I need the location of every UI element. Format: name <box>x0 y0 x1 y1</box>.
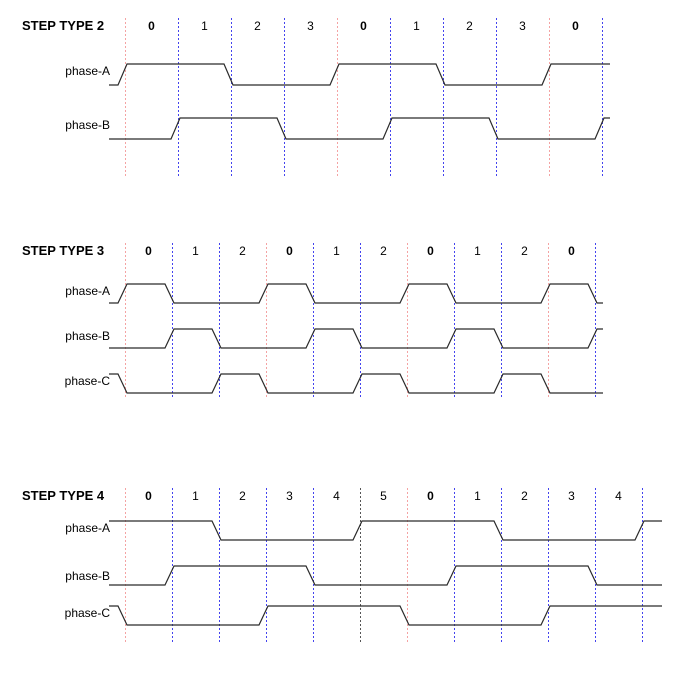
waveform-phase-B <box>109 565 662 586</box>
step-number-label: 0 <box>145 244 152 258</box>
step-number-label: 1 <box>192 244 199 258</box>
phase-label-phase-C: phase-C <box>65 606 111 620</box>
step-number-label: 3 <box>286 489 293 503</box>
phase-label-phase-A: phase-A <box>65 284 110 298</box>
step-number-label: 3 <box>307 19 314 33</box>
step-number-label: 0 <box>427 489 434 503</box>
step-number-label: 2 <box>521 244 528 258</box>
step-number-label: 5 <box>380 489 387 503</box>
phase-label-phase-B: phase-B <box>65 118 110 132</box>
step-number-label: 2 <box>521 489 528 503</box>
waveform-phase-A <box>109 283 603 304</box>
waveform-phase-C <box>109 373 603 394</box>
step-number-label: 1 <box>201 19 208 33</box>
step-number-label: 4 <box>615 489 622 503</box>
step-number-label: 3 <box>519 19 526 33</box>
step-number-label: 0 <box>572 19 579 33</box>
step-number-label: 1 <box>413 19 420 33</box>
step-number-label: 0 <box>568 244 575 258</box>
diagram-title: STEP TYPE 3 <box>22 243 104 258</box>
waveform-phase-B <box>109 117 610 140</box>
step-number-label: 1 <box>333 244 340 258</box>
phase-label-phase-B: phase-B <box>65 569 110 583</box>
step-number-label: 2 <box>466 19 473 33</box>
waveform-phase-A <box>109 520 662 541</box>
step-number-label: 0 <box>286 244 293 258</box>
step-number-label: 4 <box>333 489 340 503</box>
phase-label-phase-B: phase-B <box>65 329 110 343</box>
phase-label-phase-A: phase-A <box>65 521 110 535</box>
diagram-step-type-4: STEP TYPE 4 0 1 2 3 4 5 0 1 2 3 4 phase-A phase-B phas… <box>0 470 674 660</box>
waveform-canvas: STEP TYPE 2 0 1 2 3 0 1 2 3 0 phase-A phase-B <box>22 18 610 178</box>
diagram-title: STEP TYPE 4 <box>22 488 105 503</box>
step-number-label: 0 <box>360 19 367 33</box>
diagram-title: STEP TYPE 2 <box>22 18 104 33</box>
waveform-canvas: STEP TYPE 3 0 1 2 0 1 2 0 1 2 0 phase-A phase-B phase… <box>22 243 603 397</box>
diagram-step-type-2: STEP TYPE 2 0 1 2 3 0 1 2 3 0 phase-A phase-B <box>0 0 674 200</box>
gridline-group: 0 1 2 3 0 1 2 3 0 <box>125 18 603 178</box>
step-number-label: 1 <box>474 244 481 258</box>
step-number-label: 1 <box>474 489 481 503</box>
step-number-label: 2 <box>254 19 261 33</box>
step-number-label: 1 <box>192 489 199 503</box>
waveform-phase-C <box>109 605 662 626</box>
gridline-group: 0 1 2 0 1 2 0 1 2 0 <box>125 243 596 397</box>
waveform-phase-A <box>109 63 610 86</box>
step-number-label: 0 <box>145 489 152 503</box>
step-number-label: 0 <box>148 19 155 33</box>
step-number-label: 2 <box>380 244 387 258</box>
waveform-canvas: STEP TYPE 4 0 1 2 3 4 5 0 1 2 3 4 phase-A phase-B phas… <box>22 488 662 642</box>
step-number-label: 3 <box>568 489 575 503</box>
phase-label-phase-A: phase-A <box>65 64 110 78</box>
waveform-phase-B <box>109 328 603 349</box>
gridline-group: 0 1 2 3 4 5 0 1 2 3 4 <box>125 488 643 642</box>
diagram-step-type-3: STEP TYPE 3 0 1 2 0 1 2 0 1 2 0 phase-A phase-B phase… <box>0 225 674 415</box>
step-number-label: 2 <box>239 489 246 503</box>
step-number-label: 2 <box>239 244 246 258</box>
step-number-label: 0 <box>427 244 434 258</box>
phase-label-phase-C: phase-C <box>65 374 111 388</box>
